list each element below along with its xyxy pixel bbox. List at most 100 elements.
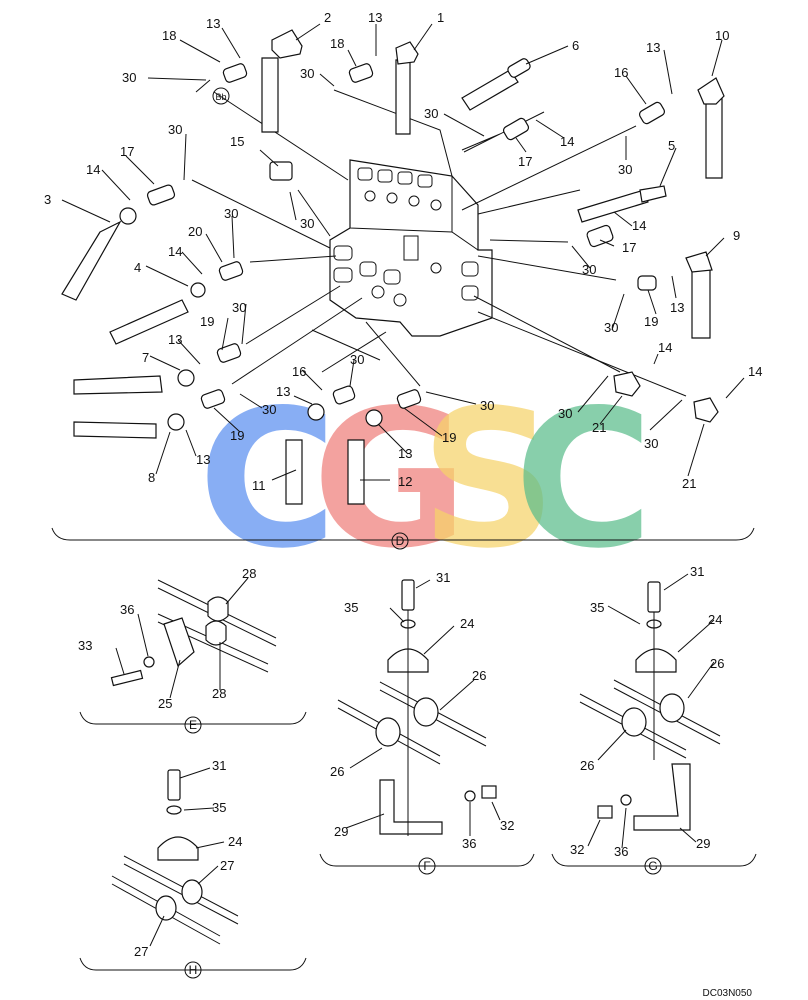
callout-36: 36 [462, 836, 476, 851]
view-e-clamp-assembly: 28 28 36 33 25 E [78, 566, 307, 734]
callout-30: 30 [558, 406, 572, 421]
callout-25: 25 [158, 696, 172, 711]
callout-28: 28 [212, 686, 226, 701]
callout-16: 16 [614, 65, 628, 80]
view-g-clamp-assembly: 31 35 24 26 26 29 36 32 G [551, 564, 757, 875]
callout-30: 30 [168, 122, 182, 137]
callout-14: 14 [632, 218, 646, 233]
callout-21: 21 [682, 476, 696, 491]
callout-28: 28 [242, 566, 256, 581]
view-label-f: F [423, 859, 430, 873]
callout-31: 31 [436, 570, 450, 585]
watermark-letter-c: C [514, 369, 653, 590]
callout-35: 35 [590, 600, 604, 615]
view-label-d: D [396, 534, 405, 548]
callout-9: 9 [733, 228, 740, 243]
callout-14: 14 [86, 162, 100, 177]
callout-30: 30 [604, 320, 618, 335]
callout-7: 7 [142, 350, 149, 365]
callout-30: 30 [300, 216, 314, 231]
callout-1: 1 [437, 10, 444, 25]
callout-30: 30 [424, 106, 438, 121]
callout-36: 36 [120, 602, 134, 617]
callout-33: 33 [78, 638, 92, 653]
view-d-bracket: D Bb [51, 87, 755, 550]
callout-30: 30 [618, 162, 632, 177]
view-label-bb: Bb [215, 92, 226, 102]
view-label-e: E [189, 718, 197, 732]
fittings [119, 29, 725, 431]
control-valve-body [329, 159, 493, 337]
callout-19: 19 [644, 314, 658, 329]
callout-31: 31 [690, 564, 704, 579]
callout-27: 27 [134, 944, 148, 959]
drawing-code: DC03N050 [703, 988, 753, 999]
watermark-letter-s: S [420, 369, 557, 590]
callout-14: 14 [658, 340, 672, 355]
callout-14: 14 [168, 244, 182, 259]
callout-24: 24 [460, 616, 474, 631]
callout-18: 18 [162, 28, 176, 43]
callout-16: 16 [292, 364, 306, 379]
callout-13: 13 [646, 40, 660, 55]
callout-20: 20 [188, 224, 202, 239]
callout-19: 19 [200, 314, 214, 329]
callout-29: 29 [696, 836, 710, 851]
callout-19: 19 [230, 428, 244, 443]
callout-30: 30 [350, 352, 364, 367]
callout-30: 30 [300, 66, 314, 81]
hoses [61, 57, 723, 505]
callout-32: 32 [570, 842, 584, 857]
callout-27: 27 [220, 858, 234, 873]
view-f-clamp-assembly: 31 35 24 26 26 29 36 32 F [319, 570, 535, 875]
callout-24: 24 [228, 834, 242, 849]
callout-17: 17 [518, 154, 532, 169]
callout-30: 30 [224, 206, 238, 221]
callout-31: 31 [212, 758, 226, 773]
callout-13: 13 [168, 332, 182, 347]
view-label-h: H [189, 963, 198, 977]
callout-13: 13 [196, 452, 210, 467]
callout-15: 15 [230, 134, 244, 149]
callout-14: 14 [560, 134, 574, 149]
callout-6: 6 [572, 38, 579, 53]
callout-30: 30 [262, 402, 276, 417]
callout-26: 26 [580, 758, 594, 773]
view-label-g: G [648, 859, 657, 873]
callouts-view-d: 1 2 13 13 18 18 30 30 6 10 13 16 30 17 1… [44, 10, 762, 493]
callout-30: 30 [644, 436, 658, 451]
callout-10: 10 [715, 28, 729, 43]
callout-14: 14 [748, 364, 762, 379]
callout-13: 13 [398, 446, 412, 461]
callout-36: 36 [614, 844, 628, 859]
callout-18: 18 [330, 36, 344, 51]
view-h-clamp-assembly: 31 35 24 27 27 H [79, 758, 307, 979]
callout-11: 11 [252, 478, 266, 493]
callout-13: 13 [670, 300, 684, 315]
callout-35: 35 [212, 800, 226, 815]
callout-2: 2 [324, 10, 331, 25]
callout-12: 12 [398, 474, 412, 489]
callout-29: 29 [334, 824, 348, 839]
callout-3: 3 [44, 192, 51, 207]
callout-35: 35 [344, 600, 358, 615]
callout-26: 26 [472, 668, 486, 683]
callout-30: 30 [232, 300, 246, 315]
callout-21: 21 [592, 420, 606, 435]
callout-13: 13 [206, 16, 220, 31]
callout-4: 4 [134, 260, 141, 275]
callout-8: 8 [148, 470, 155, 485]
callout-leaders [61, 23, 745, 481]
callout-17: 17 [120, 144, 134, 159]
callout-13: 13 [276, 384, 290, 399]
callout-17: 17 [622, 240, 636, 255]
callout-30: 30 [582, 262, 596, 277]
callout-32: 32 [500, 818, 514, 833]
callout-5: 5 [668, 138, 675, 153]
callout-30: 30 [480, 398, 494, 413]
callout-26: 26 [330, 764, 344, 779]
callout-24: 24 [708, 612, 722, 627]
callout-30: 30 [122, 70, 136, 85]
callout-13: 13 [368, 10, 382, 25]
